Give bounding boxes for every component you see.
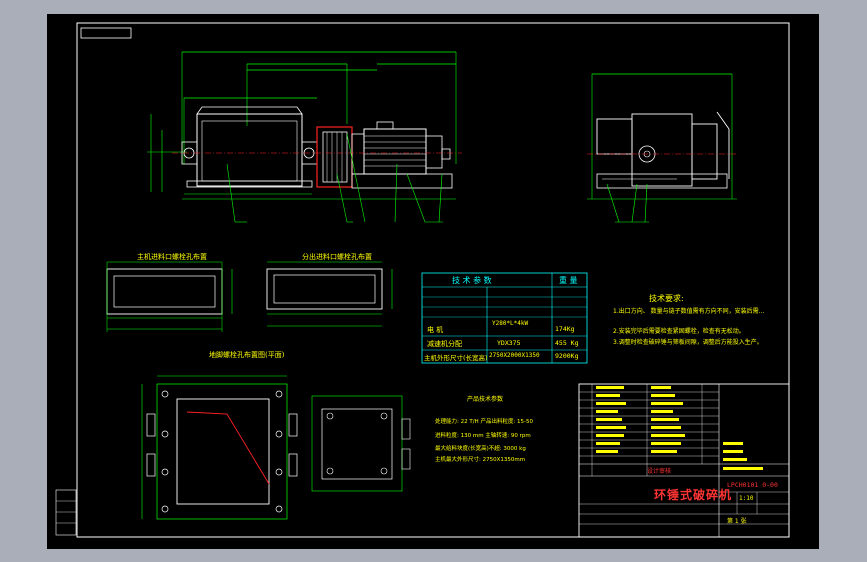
tech-row-dims-value: 2750X2000X1350: [489, 352, 540, 359]
requirement-1: 1.出口方向、 数量与链子数值需有方向不同，安装后需...: [613, 308, 765, 315]
outlet-flange-view: [266, 261, 393, 327]
outer-border: [76, 22, 790, 538]
outlet-flange-title: 分出进料口螺栓孔布置: [302, 253, 372, 261]
title-block-grid: [578, 383, 790, 538]
params-line-3: 最大给料块度(长宽高)不超: 3000 kg: [435, 446, 526, 452]
tech-row-motor-label: 电 机: [427, 326, 444, 334]
requirement-2: 2.安装完毕后需要检查紧固螺栓，检查有无松动。: [613, 328, 745, 335]
tech-row-reducer-value: YDX375: [497, 339, 521, 347]
tech-row-reducer-label: 减速机分配: [427, 340, 462, 348]
drawing-svg: [55, 22, 790, 538]
drawing-number: LPCH0101 0-00: [727, 481, 778, 489]
requirement-3: 3.调整时检查破碎锤与筛板间隙，调整后方能投入生产。: [613, 339, 763, 346]
title-main: 环锤式破碎机: [654, 488, 733, 502]
inlet-flange-title: 主机进料口螺栓孔布置: [137, 253, 207, 261]
tech-row-dims-weight: 9200Kg: [555, 352, 579, 360]
front-view: [147, 51, 462, 223]
params-line-2: 进料粒度: 130 mm 主轴转速: 90 rpm: [435, 433, 531, 439]
tech-row-reducer-weight: 455 Kg: [555, 339, 579, 347]
foundation-plan: [141, 375, 411, 520]
tech-table-grid: [421, 272, 588, 364]
margin-stamps: [55, 489, 77, 536]
top-left-tag: [80, 27, 132, 39]
drawing-canvas[interactable]: 主机进料口螺栓孔布置 分出进料口螺栓孔布置 地脚螺栓孔布置图(平面) 技 术 参…: [47, 14, 819, 549]
title-sheet: 第 1 张: [727, 518, 747, 525]
inlet-flange-view: [106, 261, 233, 332]
params-line-4: 主机最大外形尺寸: 2750X1350mm: [435, 457, 526, 463]
title-scale: 1:10: [739, 495, 754, 502]
params-line-1: 处理能力: 22 T/H 产品出料粒度: 15-50: [435, 419, 534, 425]
params-heading: 产品技术参数: [467, 396, 504, 403]
tech-row-motor-value: Y280*L*4kW: [492, 320, 529, 327]
requirements-heading: 技术要求:: [649, 294, 684, 303]
title-company: 设计审核: [647, 468, 672, 475]
tech-row-dims-label: 主机外形尺寸(长宽高): [424, 354, 488, 362]
side-view: [587, 73, 737, 223]
tech-row-motor-weight: 174Kg: [555, 325, 575, 333]
tech-table-header-left: 技 术 参 数: [452, 276, 492, 285]
foundation-title: 地脚螺栓孔布置图(平面): [209, 351, 285, 359]
tech-table-header-right: 重 量: [559, 276, 578, 285]
